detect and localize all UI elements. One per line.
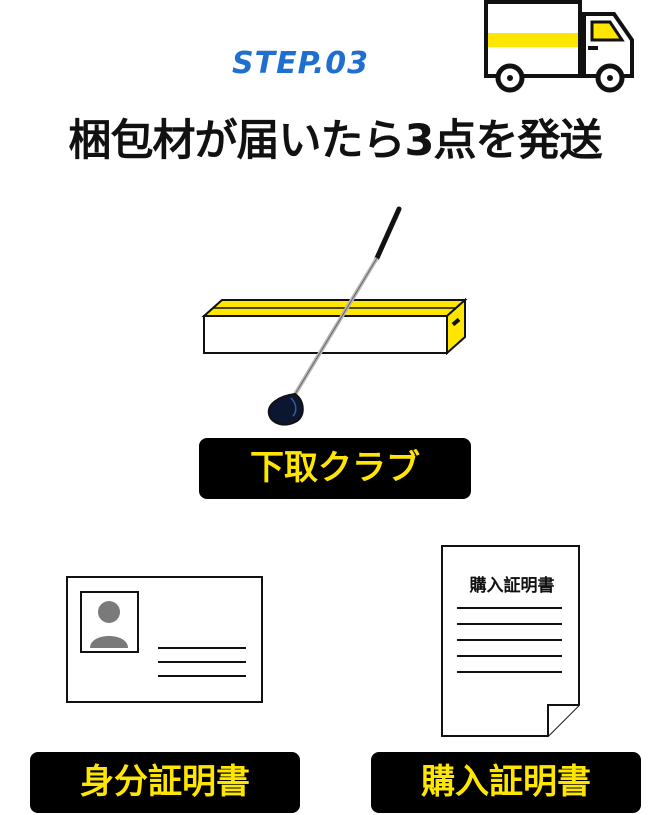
- golf-club-icon: [267, 206, 402, 426]
- id-card-icon: [66, 576, 263, 703]
- document-heading: 購入証明書: [469, 576, 555, 596]
- trade-in-club-label: 下取クラブ: [199, 438, 471, 499]
- purchase-proof-label: 購入証明書: [371, 752, 641, 813]
- delivery-truck-icon: [484, 0, 634, 93]
- document-icon: [441, 545, 580, 737]
- id-document-label: 身分証明書: [30, 752, 300, 813]
- long-box-icon: [201, 297, 468, 356]
- page-title: 梱包材が届いたら3点を発送: [68, 116, 603, 166]
- step-label: STEP.03: [232, 46, 369, 81]
